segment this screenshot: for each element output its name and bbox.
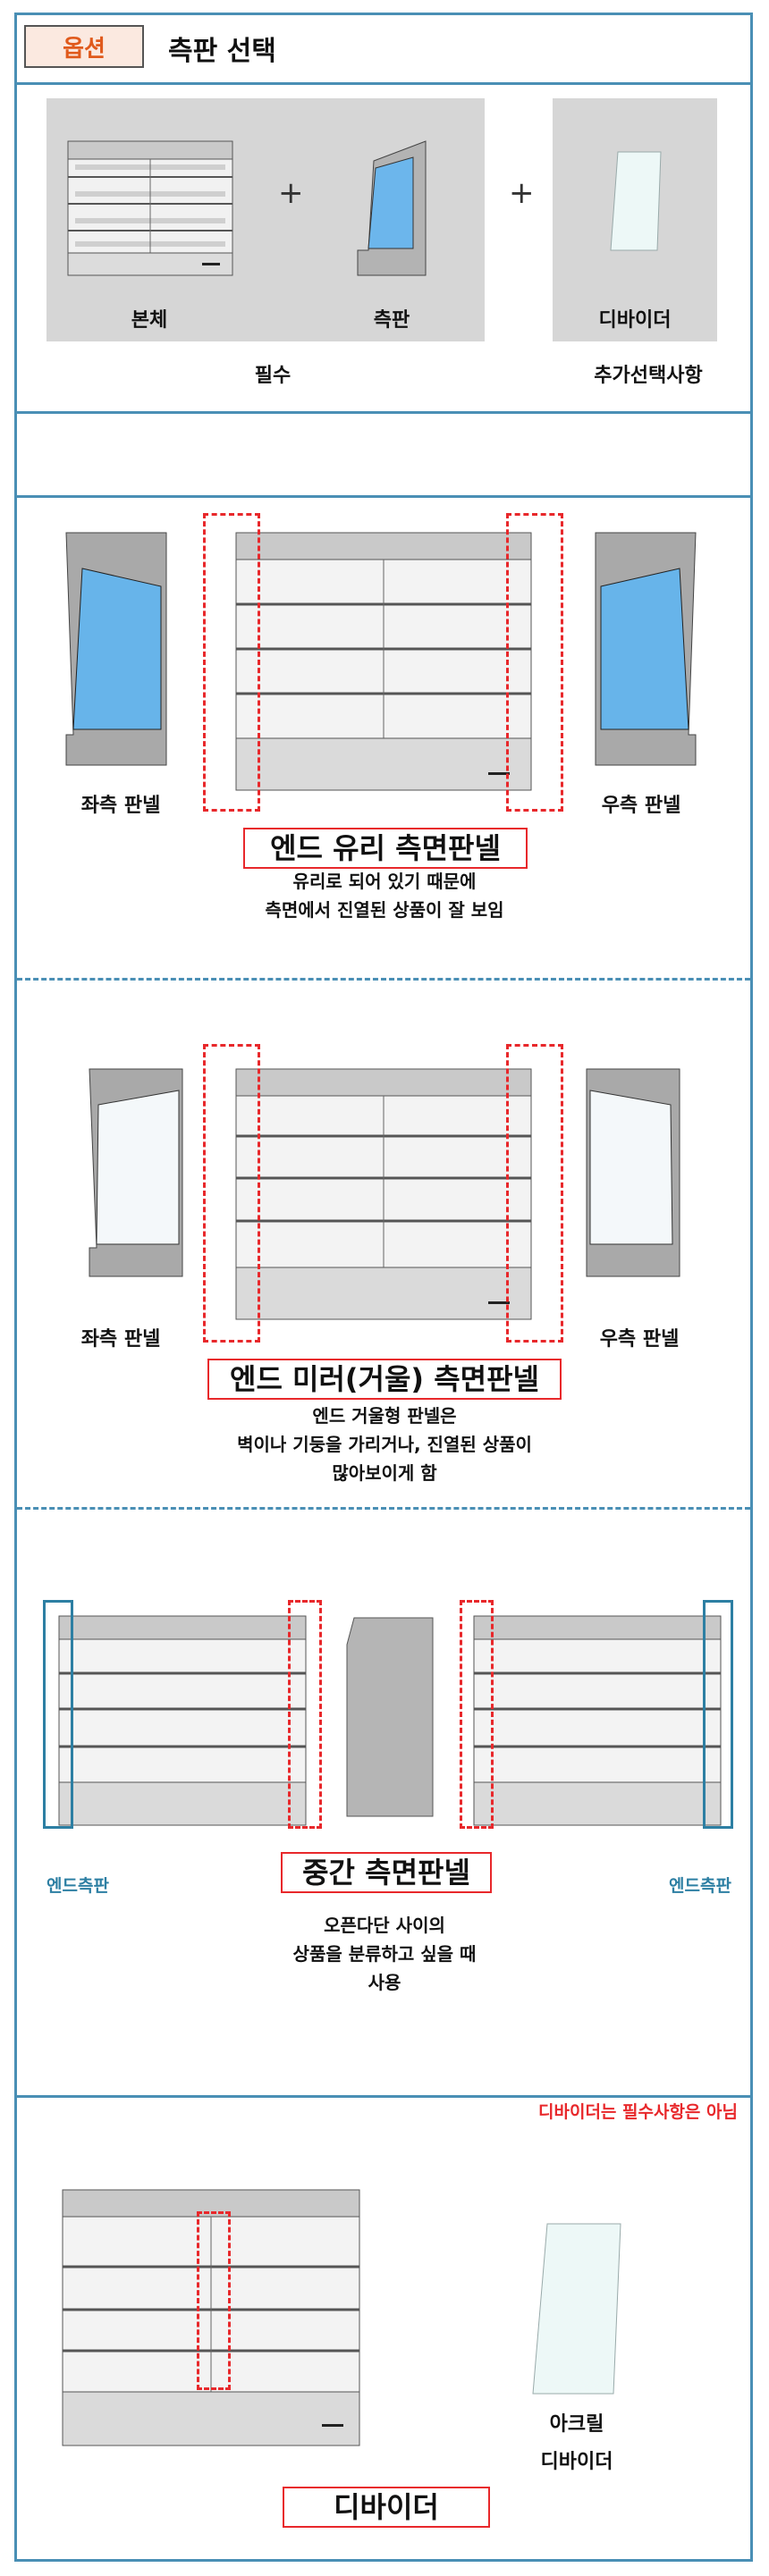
- end-panel-label-left: 엔드측판: [46, 1876, 109, 1896]
- acrylic-divider-image: [532, 2223, 621, 2395]
- part-label-side-panel: 측판: [373, 309, 410, 332]
- middle-panel-headline: 중간 측면판넬: [281, 1852, 492, 1893]
- right-showcase-image: [473, 1615, 722, 1826]
- divider-image: [610, 151, 662, 251]
- acrylic-label-line2: 디바이더: [540, 2451, 613, 2473]
- showcase-body-image: [67, 140, 233, 276]
- end-panel-highlight-left: [43, 1600, 73, 1829]
- page-title: 측판 선택: [168, 36, 276, 67]
- left-showcase-image: [58, 1615, 307, 1826]
- right-mirror-panel-image: [586, 1068, 680, 1277]
- left-mirror-panel-image: [89, 1068, 183, 1277]
- middle-panel-desc-line1: 오픈다단 사이의: [324, 1915, 445, 1936]
- right-glass-panel-image: [595, 532, 697, 766]
- left-glass-panel-image: [65, 532, 167, 766]
- end-panel-label-right: 엔드측판: [669, 1876, 731, 1896]
- divider-optional-note: 디바이더는 필수사항은 아님: [538, 2102, 738, 2122]
- middle-panel-desc-line2: 상품을 분류하고 싶을 때: [292, 1943, 477, 1965]
- right-panel-highlight: [506, 513, 563, 812]
- option-tag: 옵션: [24, 25, 144, 68]
- middle-panel-highlight-left: [288, 1600, 322, 1829]
- option-tag-label: 옵션: [63, 35, 106, 63]
- mirror-panel-desc-line1: 엔드 거울형 판넬은: [312, 1405, 457, 1427]
- left-panel-highlight: [203, 1044, 260, 1343]
- middle-panel-desc-line3: 사용: [368, 1972, 401, 1993]
- glass-panel-headline: 엔드 유리 측면판넬: [243, 828, 528, 869]
- showcase-front-image: [235, 532, 532, 791]
- plus-sign: +: [278, 175, 304, 211]
- part-label-divider: 디바이더: [598, 309, 672, 332]
- optional-label: 추가선택사항: [594, 365, 703, 387]
- section-dashed-divider: [17, 978, 750, 981]
- left-panel-highlight: [203, 513, 260, 812]
- right-panel-label: 우측 판넬: [601, 795, 681, 817]
- section-divider: [14, 495, 753, 498]
- middle-panel-highlight-right: [460, 1600, 494, 1829]
- acrylic-label-line1: 아크릴: [549, 2413, 604, 2436]
- glass-panel-desc-line1: 유리로 되어 있기 때문에: [292, 871, 477, 892]
- divider-headline: 디바이더: [283, 2487, 490, 2528]
- section-divider: [14, 2095, 753, 2098]
- header-divider: [14, 82, 753, 85]
- divider-showcase-image: [62, 2189, 360, 2446]
- plus-sign: +: [509, 175, 535, 211]
- right-panel-highlight: [506, 1044, 563, 1343]
- showcase-front-image: [235, 1068, 532, 1320]
- part-label-body: 본체: [131, 309, 168, 332]
- left-panel-label: 좌측 판넬: [80, 795, 161, 817]
- middle-side-panel-image: [346, 1617, 434, 1817]
- divider-highlight: [197, 2211, 231, 2390]
- end-panel-highlight-right: [703, 1600, 733, 1829]
- section-divider: [14, 411, 753, 414]
- glass-panel-desc-line2: 측면에서 진열된 상품이 잘 보임: [265, 899, 504, 921]
- mirror-panel-desc-line2: 벽이나 기둥을 가리거나, 진열된 상품이: [237, 1434, 532, 1455]
- side-panel-image: [357, 140, 427, 276]
- page-frame: [14, 13, 753, 2562]
- right-panel-label: 우측 판넬: [599, 1328, 680, 1351]
- required-label: 필수: [254, 365, 292, 387]
- mirror-panel-headline: 엔드 미러(거울) 측면판넬: [207, 1359, 562, 1400]
- mirror-panel-desc-line3: 많아보이게 함: [332, 1462, 437, 1484]
- left-panel-label: 좌측 판넬: [80, 1328, 161, 1351]
- section-dashed-divider: [17, 1507, 750, 1510]
